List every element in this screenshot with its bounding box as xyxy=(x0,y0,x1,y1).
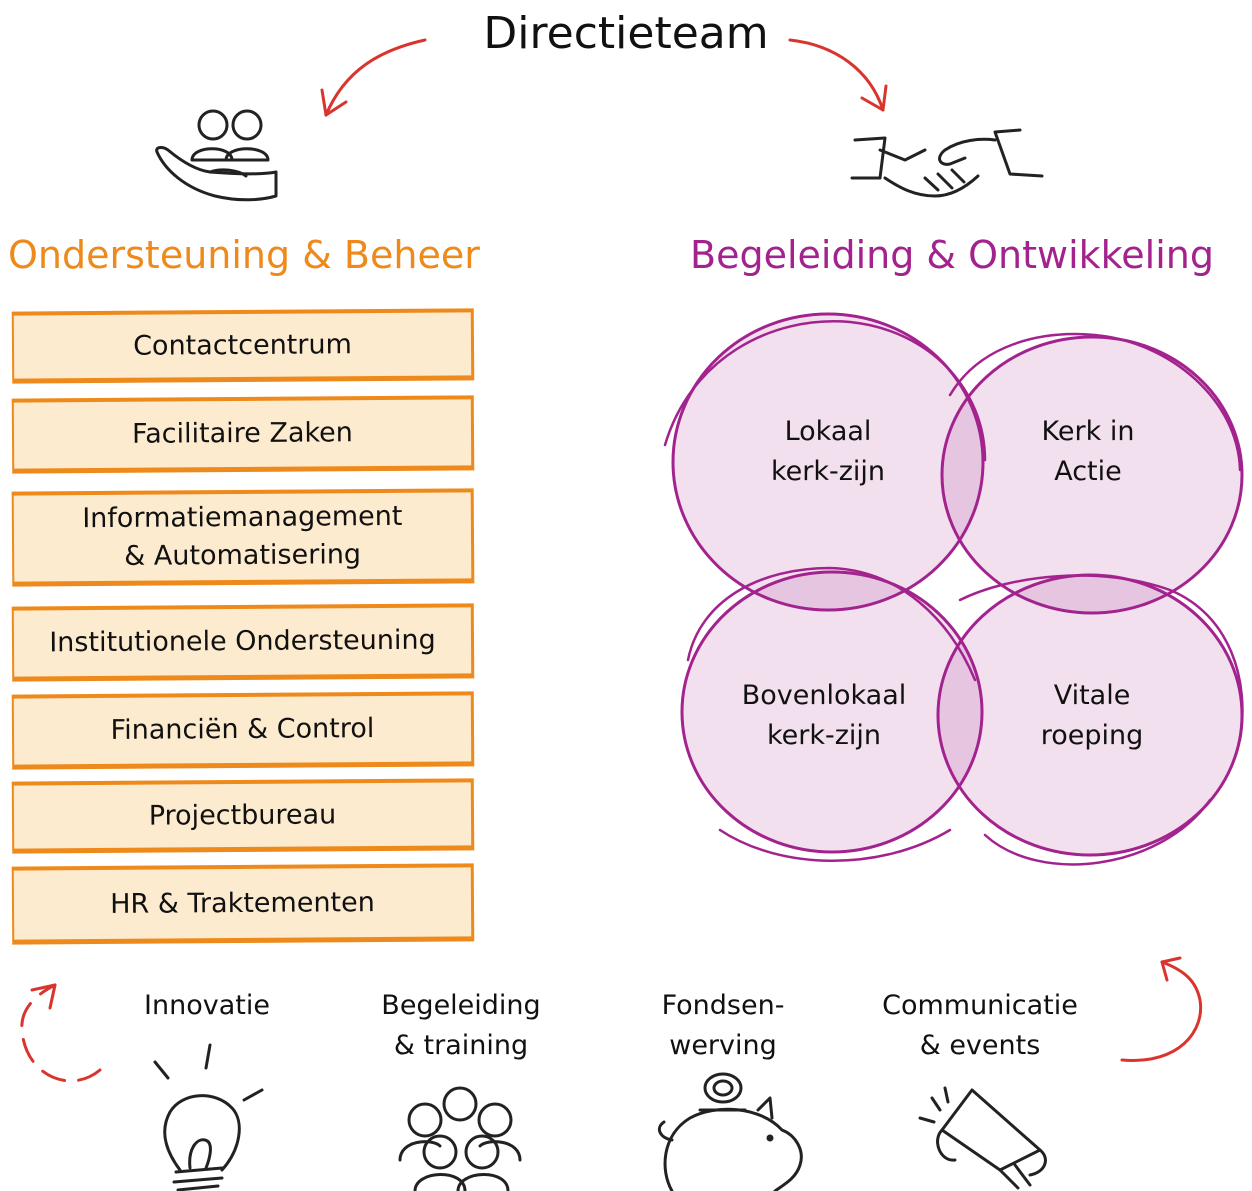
curved-arrow-icon xyxy=(1120,956,1203,1062)
circle-label-line: Actie xyxy=(1054,456,1122,487)
bottom-item-innovatie: Innovatie xyxy=(92,986,322,1026)
bottom-item-begeleiding: Begeleiding & training xyxy=(346,986,576,1066)
curved-arrow-icon xyxy=(320,38,427,117)
megaphone-icon xyxy=(918,1086,1047,1190)
lightbulb-icon xyxy=(153,1043,264,1191)
right-section-title: Begeleiding & Ontwikkeling xyxy=(690,233,1215,277)
handshake-icon xyxy=(850,128,1044,198)
circle-label-line: Bovenlokaal xyxy=(741,680,907,711)
circle-label-lokaal: Lokaal kerk-zijn xyxy=(728,412,928,492)
circle-label-kerk-in-actie: Kerk in Actie xyxy=(988,412,1188,492)
circle-label-line: kerk-zijn xyxy=(770,456,886,487)
hand-with-people-icon xyxy=(155,109,278,202)
circle-bovenlokaal xyxy=(680,570,984,854)
circle-label-line: Kerk in xyxy=(1041,416,1135,447)
curved-arrow-icon xyxy=(788,38,888,112)
bottom-item-label: werving xyxy=(669,1030,777,1061)
circle-label-bovenlokaal: Bovenlokaal kerk-zijn xyxy=(724,676,924,756)
circle-label-vitale-roeping: Vitale roeping xyxy=(992,676,1192,756)
bottom-item-label: & training xyxy=(393,1030,529,1061)
dashed-curved-arrow-icon xyxy=(20,983,102,1083)
bottom-item-label: Innovatie xyxy=(144,990,270,1021)
bottom-item-communicatie: Communicatie & events xyxy=(865,986,1095,1066)
bottom-item-label: Begeleiding xyxy=(381,990,541,1021)
page-title: Directieteam xyxy=(483,8,769,59)
circle-label-line: Vitale xyxy=(1053,680,1131,711)
bottom-item-fondsenwerving: Fondsen- werving xyxy=(608,986,838,1066)
circle-lokaal xyxy=(671,312,985,612)
circle-label-line: roeping xyxy=(1040,720,1144,751)
circle-label-line: Lokaal xyxy=(784,416,872,447)
circle-kerk-in-actie xyxy=(940,335,1244,615)
bottom-item-label: & events xyxy=(919,1030,1041,1061)
left-section-title: Ondersteuning & Beheer xyxy=(8,233,480,277)
group-icon xyxy=(398,1086,522,1191)
bottom-item-label: Fondsen- xyxy=(661,990,785,1021)
bottom-item-label: Communicatie xyxy=(882,990,1078,1021)
circle-label-line: kerk-zijn xyxy=(766,720,882,751)
piggy-bank-icon xyxy=(657,1072,803,1191)
